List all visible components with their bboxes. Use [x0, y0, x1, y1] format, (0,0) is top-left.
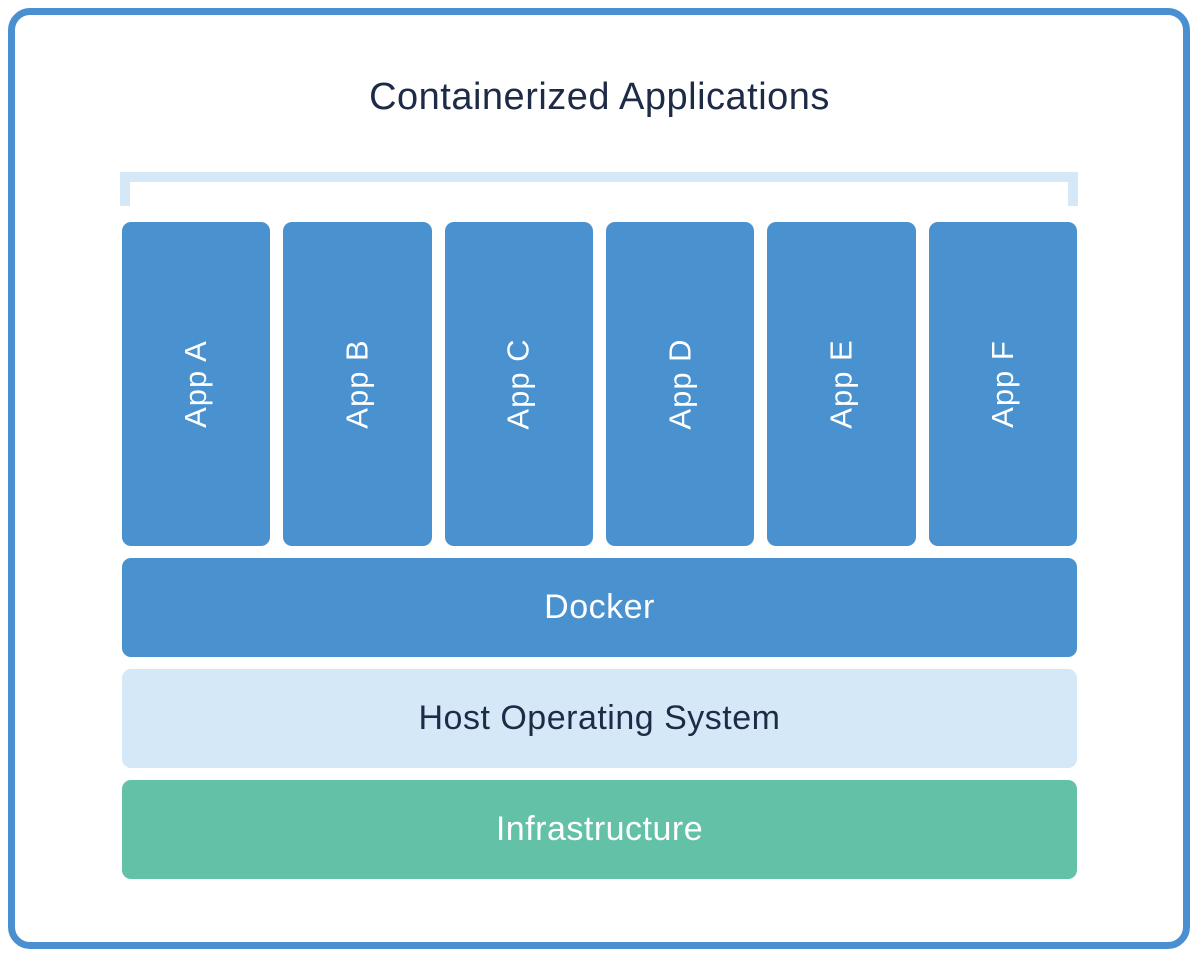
app-column-c: App C: [444, 222, 593, 546]
app-label: App A: [178, 340, 214, 428]
app-label: App B: [339, 339, 375, 429]
layer-label: Host Operating System: [418, 699, 781, 737]
apps-group-bracket: [120, 172, 1078, 206]
app-column-b: App B: [283, 222, 432, 546]
layer-label: Docker: [544, 588, 655, 626]
app-column-a: App A: [122, 222, 271, 546]
layer-label: Infrastructure: [495, 810, 704, 848]
app-label: App C: [500, 338, 536, 430]
layer-docker: Docker: [122, 558, 1077, 657]
app-column-e: App E: [767, 222, 916, 546]
layer-host-operating-system: Host Operating System: [122, 669, 1077, 768]
layer-infrastructure: Infrastructure: [122, 780, 1077, 879]
diagram-frame-border: [8, 8, 1190, 949]
app-label: App F: [984, 340, 1020, 428]
app-label: App E: [823, 339, 859, 429]
diagram-title: Containerized Applications: [369, 76, 830, 118]
app-column-d: App D: [605, 222, 755, 546]
app-column-f: App F: [928, 222, 1077, 546]
app-label: App D: [662, 338, 698, 430]
containerized-apps-row: App A App B App C App D App E App F: [122, 222, 1077, 546]
